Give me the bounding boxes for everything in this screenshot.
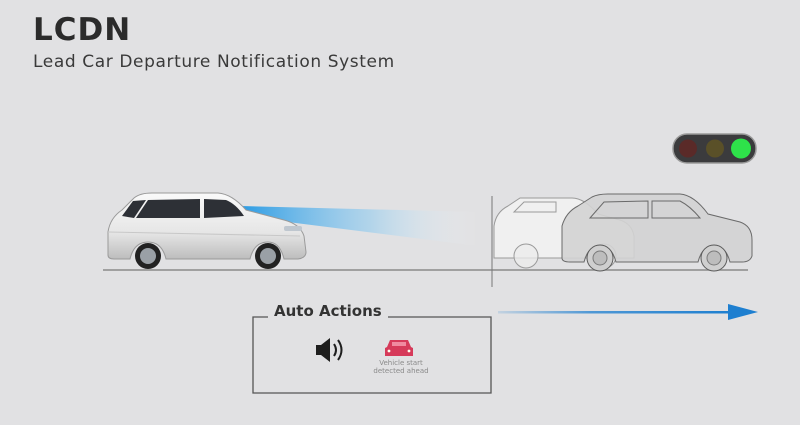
- lead-car-departing: [561, 193, 753, 272]
- sensor-beam: [240, 206, 478, 246]
- auto-actions-box: [252, 316, 492, 394]
- traffic-lamp-off: [679, 139, 697, 158]
- ego-car: [107, 192, 307, 269]
- page-title: LCDN: [33, 12, 132, 48]
- car-front-icon: [385, 340, 413, 356]
- caption-line-1: Vehicle start: [379, 359, 423, 367]
- traffic-lamp-off: [706, 139, 724, 158]
- traffic-light: [672, 133, 757, 164]
- traffic-lamp-on: [731, 138, 751, 159]
- departure-arrow: [498, 304, 758, 320]
- vehicle-start-caption: Vehicle start detected ahead: [364, 359, 438, 375]
- speaker-icon: [316, 338, 343, 362]
- caption-line-2: detected ahead: [373, 367, 429, 375]
- auto-actions-title: Auto Actions: [268, 302, 388, 320]
- page-subtitle: Lead Car Departure Notification System: [33, 52, 395, 72]
